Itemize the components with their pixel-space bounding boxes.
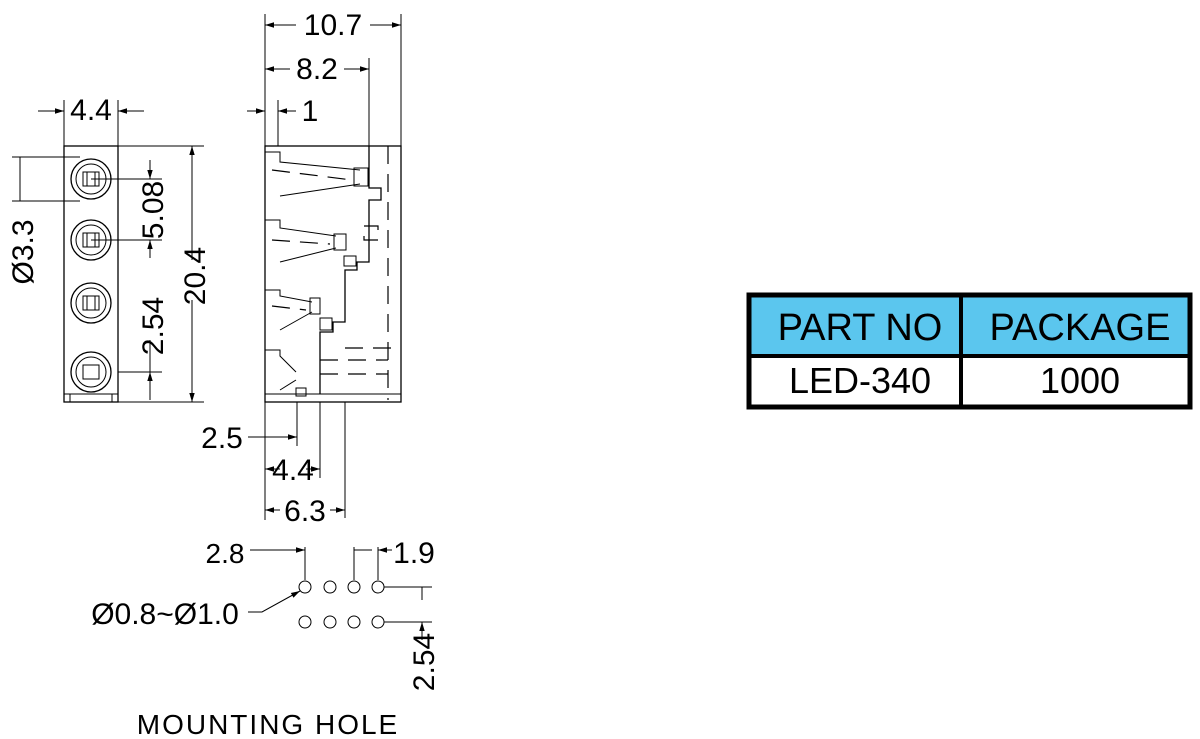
led-lens-4 [70, 351, 112, 393]
mounting-hole [347, 580, 361, 594]
mounting-hole [347, 615, 361, 629]
hole-diameter-label: Ø0.8~Ø1.0 [91, 598, 239, 631]
pitch-top-label: 5.08 [137, 181, 170, 239]
front-view-body [63, 145, 119, 403]
lead-offset-label: 2.5 [201, 422, 243, 455]
width-body-label: 8.2 [296, 53, 338, 86]
offset-top-label: 1 [302, 95, 319, 128]
mounting-hole [323, 580, 337, 594]
lens-diameter-label: Ø3.3 [7, 219, 40, 284]
hole-offset-label: 2.8 [206, 538, 245, 569]
lead-span-b-label: 6.3 [284, 495, 326, 528]
mounting-hole [323, 615, 337, 629]
lead-span-a-label: 4.4 [272, 454, 314, 487]
width-total-label: 10.7 [304, 9, 362, 42]
table-cell-part-no: LED-340 [789, 360, 931, 401]
front-width-label: 4.4 [70, 94, 112, 127]
part-table: PART NO PACKAGE LED-340 1000 [746, 292, 1193, 410]
table-header-part-no: PART NO [778, 307, 943, 349]
mounting-hole [371, 580, 385, 594]
pitch-bottom-label: 2.54 [137, 297, 170, 355]
hole-pitch-label: 2.54 [408, 633, 441, 691]
hole-spacing-label: 1.9 [393, 537, 435, 570]
front-view: 4.4 Ø3.3 5.08 2.54 20.4 [7, 94, 212, 403]
side-view: 10.7 8.2 1 2.5 4.4 6.3 [201, 9, 402, 528]
mounting-hole-caption: MOUNTING HOLE [137, 709, 399, 739]
table-header-row [749, 295, 1190, 357]
mounting-hole [371, 615, 385, 629]
mounting-hole [298, 580, 312, 594]
mounting-hole-view: 2.8 1.9 Ø0.8~Ø1.0 2.54 MOUNTING HOLE [91, 537, 441, 739]
side-view-body [264, 145, 402, 403]
mounting-hole [298, 615, 312, 629]
table-cell-package: 1000 [1040, 360, 1120, 401]
table-header-package: PACKAGE [990, 307, 1171, 349]
height-total-label: 20.4 [179, 247, 212, 305]
led-lens-3 [70, 282, 112, 324]
